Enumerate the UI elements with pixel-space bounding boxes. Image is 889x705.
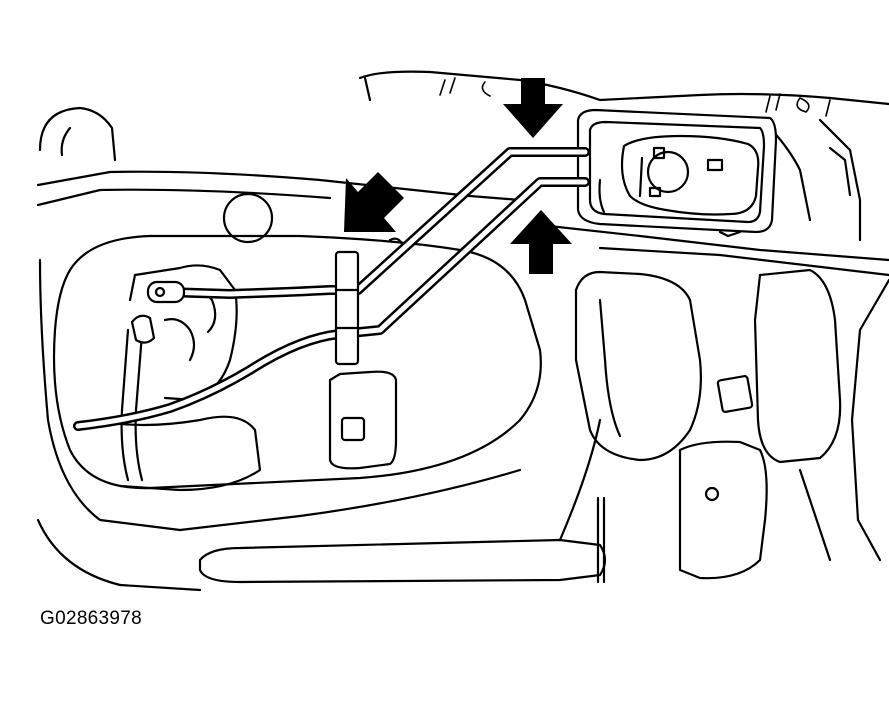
inner-panel-structure xyxy=(118,268,889,592)
inner-panel-cutout xyxy=(36,234,542,587)
inside-handle-assembly xyxy=(576,108,778,238)
door-latch-cable-diagram xyxy=(36,70,889,592)
arrow-up-icon xyxy=(510,210,572,274)
latch-cables xyxy=(73,147,590,431)
arrow-down-icon xyxy=(503,78,563,138)
cable-clip xyxy=(334,250,360,366)
figure-id-label: G02863978 xyxy=(40,608,143,629)
door-frame xyxy=(36,70,889,277)
arrow-down-left-icon xyxy=(344,172,404,232)
